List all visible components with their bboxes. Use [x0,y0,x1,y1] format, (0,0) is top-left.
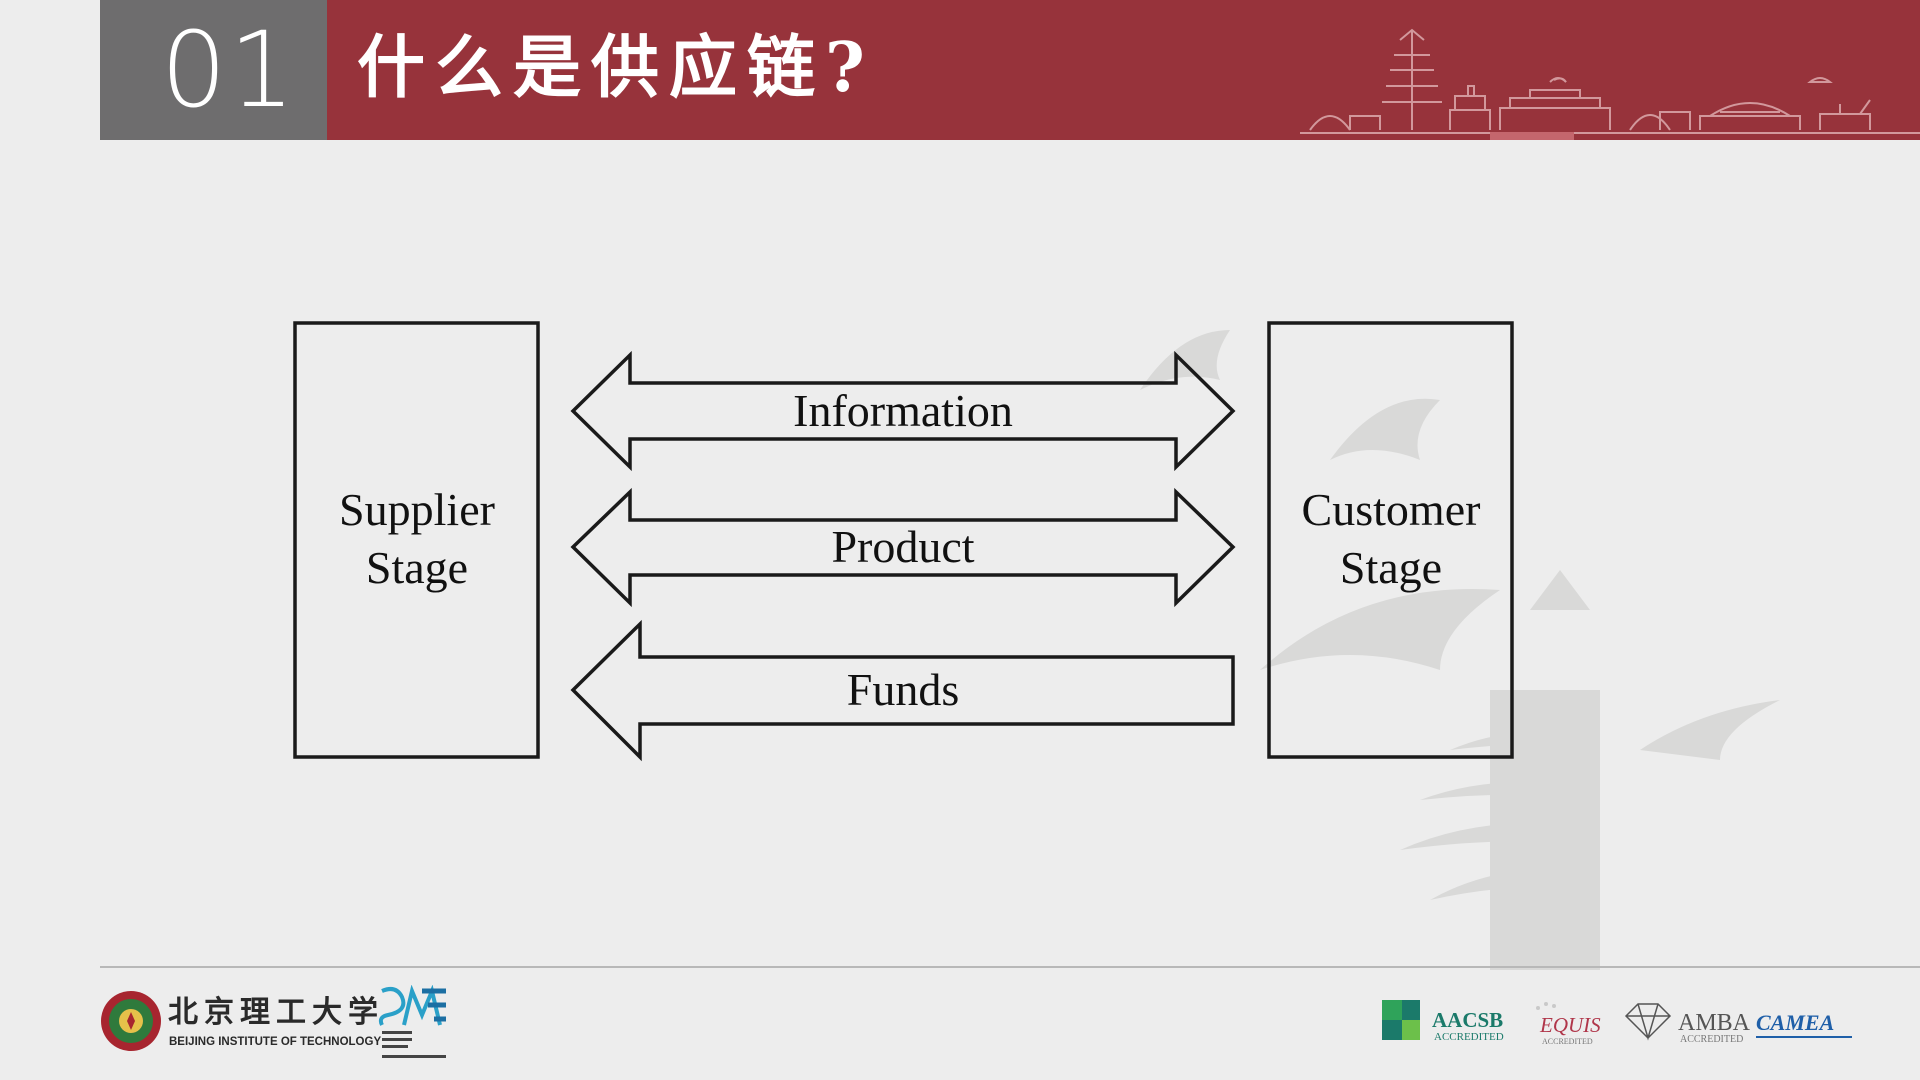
camea-text: CAMEA [1756,1010,1834,1035]
aacsb-logo: AACSB ACCREDITED [1382,1000,1504,1043]
aacsb-text: AACSB [1432,1008,1503,1032]
camea-logo: CAMEA [1756,1010,1852,1038]
customer-stage-label-line2: Stage [1340,542,1442,593]
amba-logo: AMBA ACCREDITED [1624,1003,1751,1045]
information-arrow [570,350,1236,472]
bit-emblem-logo [101,991,161,1051]
amba-text: AMBA [1678,1010,1751,1036]
equis-logo: EQUIS ACCREDITED [1536,1002,1601,1046]
supplier-stage-box [293,321,540,759]
school-of-management-logo [378,985,446,1058]
footer-divider [100,966,1920,968]
section-number-box: 01 [100,0,327,140]
product-arrow [570,487,1236,608]
equis-sub-text: ACCREDITED [1542,1037,1593,1046]
university-name-cn: 北京理工大学 [168,995,384,1030]
campus-skyline-illustration [1300,28,1920,140]
supplier-stage-label-line2: Stage [366,542,468,593]
page-title: 什么是供应链? [357,28,875,108]
funds-arrow [570,619,1235,762]
background-watermark [1140,330,1780,970]
funds-label: Funds [847,664,959,715]
customer-stage-box [1267,321,1514,759]
aacsb-sub-text: ACCREDITED [1434,1031,1504,1043]
header-bar: 什么是供应链? [327,0,1920,140]
product-label: Product [831,521,974,572]
university-name-en: BEIJING INSTITUTE OF TECHNOLOGY [169,1036,382,1048]
equis-text: EQUIS [1539,1013,1601,1037]
amba-sub-text: ACCREDITED [1680,1034,1743,1045]
customer-stage-label-line1: Customer [1302,484,1481,535]
supplier-stage-label-line1: Supplier [339,484,495,535]
accreditation-logos: AACSB ACCREDITED EQUIS ACCREDITED AMBA A… [1382,1000,1852,1046]
information-label: Information [793,385,1013,436]
section-number: 01 [160,9,297,131]
